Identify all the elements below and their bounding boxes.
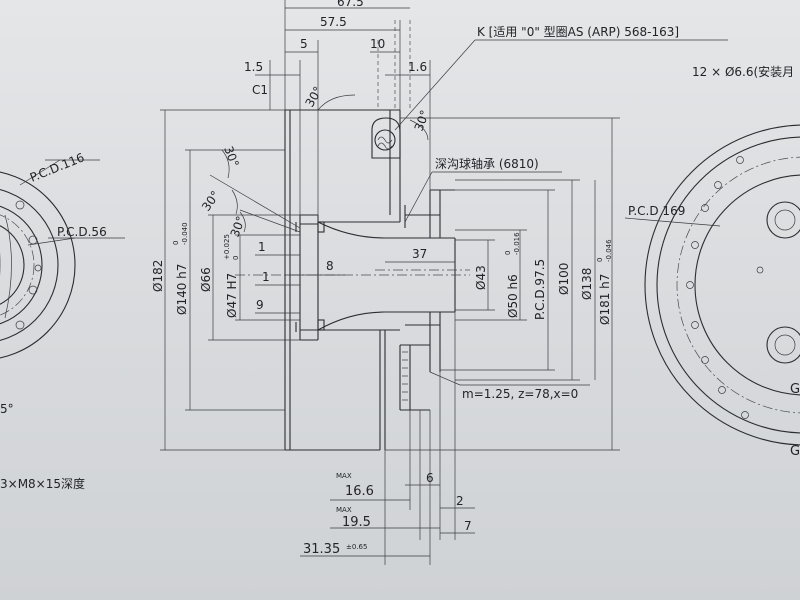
- max-label-1: MAX: [336, 472, 352, 480]
- dim-6: 6: [426, 471, 434, 485]
- left-front-view: [0, 159, 125, 359]
- right-front-view: [624, 124, 800, 446]
- tol-140-lower: -0.040: [181, 222, 189, 245]
- dim-dia-140: Ø140 h7: [175, 264, 189, 315]
- tol-181-upper: 0: [596, 258, 604, 262]
- dim-dia-66: Ø66: [199, 267, 213, 292]
- tol-140-upper: 0: [172, 241, 180, 245]
- dim-10: 10: [370, 37, 385, 51]
- right-g2-label: G: [790, 444, 800, 459]
- oring-callout: K [适用 "0" 型圈AS (ARP) 568-163]: [477, 25, 679, 39]
- dim-16-6: 16.6: [345, 484, 374, 499]
- tol-181-lower: -0.046: [605, 239, 613, 262]
- main-section-view: [209, 20, 470, 451]
- thread-depth-label: 3×M8×15深度: [0, 476, 85, 491]
- tol-50-upper: 0: [504, 251, 512, 255]
- angle-30-left3: 30°: [228, 214, 248, 239]
- dim-dia-138: Ø138: [580, 268, 594, 300]
- gear-spec: m=1.25, z=78,x=0: [462, 387, 578, 401]
- dim-dia-182: Ø182: [151, 260, 165, 292]
- dim-8: 8: [326, 259, 334, 273]
- dim-9: 9: [256, 298, 264, 312]
- dim-57-5: 57.5: [320, 15, 347, 29]
- max-label-2: MAX: [336, 506, 352, 514]
- angle-30-seal: 30°: [412, 108, 432, 133]
- dim-1-b: 1: [262, 270, 270, 284]
- dim-1-a: 1: [258, 240, 266, 254]
- dim-dia-50: Ø50 h6: [506, 274, 520, 318]
- tol-50-lower: -0.016: [513, 232, 521, 255]
- tol-31-35: ±0.65: [346, 543, 367, 551]
- angle-30-left2: 30°: [199, 188, 223, 213]
- dim-5: 5: [300, 37, 308, 51]
- dim-pcd-97-5: P.C.D.97.5: [533, 259, 547, 320]
- tol-47-upper: +0.025: [223, 234, 231, 260]
- right-g1-label: G: [790, 382, 800, 397]
- dim-19-5: 19.5: [342, 515, 371, 530]
- angle-30-left1: 30°: [221, 144, 241, 169]
- tol-47-lower: 0: [232, 256, 240, 260]
- dim-dia-43: Ø43: [474, 265, 488, 290]
- pcd116-label: P.C.D.116: [28, 150, 86, 184]
- dimension-lines: [160, 0, 728, 565]
- dim-31-35: 31.35: [303, 542, 340, 557]
- dim-1-6: 1.6: [408, 60, 427, 74]
- dim-7: 7: [464, 519, 472, 533]
- dim-2: 2: [456, 494, 464, 508]
- chamfer-c1: C1: [252, 83, 268, 97]
- pcd169-label: P.C.D 169: [628, 204, 685, 218]
- pcd56-label: P.C.D.56: [57, 225, 107, 239]
- dim-37: 37: [412, 247, 427, 261]
- dim-dia-47: Ø47 H7: [225, 273, 239, 318]
- left-angle-label: 5°: [0, 402, 14, 416]
- mounting-holes-label: 12 × Ø6.6(安装月: [692, 64, 794, 79]
- dim-dia-181: Ø181 h7: [598, 274, 612, 325]
- bearing-callout: 深沟球轴承 (6810): [435, 156, 539, 171]
- dim-overall-length: 67.5: [337, 0, 364, 9]
- dim-1-5: 1.5: [244, 60, 263, 74]
- dim-dia-100: Ø100: [557, 263, 571, 295]
